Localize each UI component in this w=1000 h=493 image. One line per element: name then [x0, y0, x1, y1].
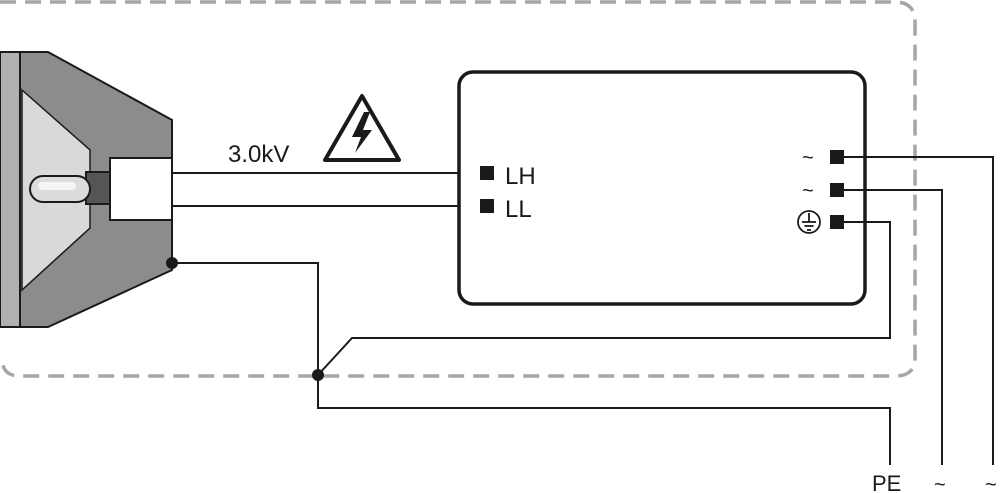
junction-earth: [312, 369, 324, 381]
wire-mains-l1: [844, 156, 994, 465]
voltage-label: 3.0kV: [228, 141, 289, 168]
label-line-1: ~: [802, 147, 814, 169]
ballast-box: [457, 70, 867, 306]
terminal-lh: [480, 166, 494, 180]
wire-earth-lamp: [172, 262, 319, 375]
label-ll: LL: [505, 196, 532, 223]
terminal-line-2: [830, 183, 844, 197]
label-line-2: ~: [802, 180, 814, 202]
lamp-socket: [109, 157, 173, 221]
wire-earth-ballast: [317, 221, 891, 376]
high-voltage-warning-icon: [323, 94, 401, 162]
label-mains-l1: ~: [985, 474, 997, 493]
label-mains-l2: ~: [934, 474, 946, 493]
terminal-line-1: [830, 150, 844, 164]
lamp-reflector: [0, 51, 173, 328]
label-pe: PE: [872, 471, 901, 493]
luminaire-boundary: [0, 0, 917, 378]
junction-lamp-earth: [166, 257, 178, 269]
terminal-earth: [830, 215, 844, 229]
lamp-bulb-highlight: [38, 182, 76, 190]
reflector-rim: [0, 51, 23, 328]
terminal-ll: [480, 199, 494, 213]
wire-mains-l2: [844, 189, 943, 465]
wire-earth-pe: [317, 375, 891, 465]
label-lh: LH: [505, 163, 536, 190]
protective-earth-icon: [797, 210, 821, 234]
